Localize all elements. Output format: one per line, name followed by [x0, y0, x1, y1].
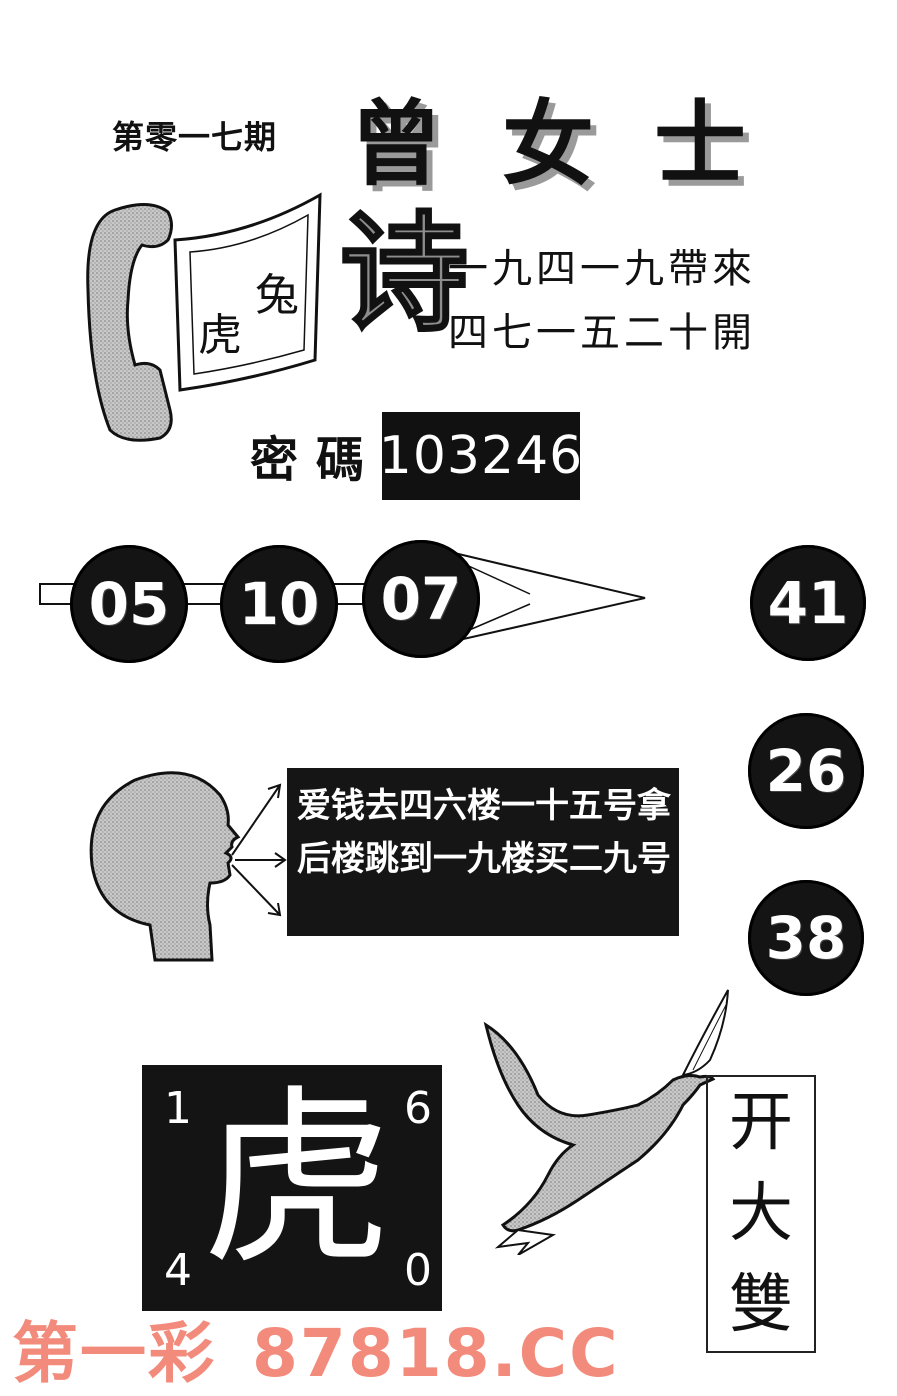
speech-line-1: 爱钱去四六楼一十五号拿	[297, 786, 671, 826]
head-profile-icon	[89, 771, 287, 962]
footer-watermark: 第一彩 87818.CC	[12, 1300, 620, 1396]
kai-char: 大	[729, 1176, 793, 1251]
footer-brand: 第一彩	[12, 1315, 216, 1392]
phone-card-illustration: 兔 虎	[86, 192, 322, 442]
kai-char: 开	[729, 1085, 793, 1160]
poem-big-char: 诗	[338, 199, 469, 349]
issue-number: 第零一七期	[112, 118, 278, 156]
card-char-bottom: 虎	[198, 310, 242, 361]
poem-line-1: 一九四一九帶來	[448, 246, 756, 292]
card-shape	[173, 192, 322, 392]
speech-line-2: 后楼跳到一九楼买二九号	[297, 838, 671, 879]
number-ball: 10	[220, 545, 338, 663]
speech-box: 爱钱去四六楼一十五号拿 后楼跳到一九楼买二九号	[287, 768, 679, 936]
tiger-box: 1 6 4 0 虎	[142, 1065, 442, 1311]
footer-site: 87818.CC	[252, 1315, 620, 1392]
number-ball: 05	[70, 545, 188, 663]
kai-char: 雙	[729, 1268, 793, 1343]
dove-icon	[483, 989, 729, 1255]
corner-number: 1	[164, 1083, 192, 1134]
kai-box: 开 大 雙	[706, 1075, 816, 1353]
corner-number: 0	[404, 1245, 432, 1296]
corner-number: 6	[404, 1083, 432, 1134]
poem-line-2: 四七一五二十開	[448, 310, 756, 356]
phone-handset-icon	[86, 203, 173, 442]
card-char-top: 兔	[255, 270, 299, 321]
tiger-char: 虎	[202, 1069, 393, 1290]
number-ball: 07	[362, 540, 480, 658]
number-ball: 41	[750, 545, 866, 661]
corner-number: 4	[164, 1245, 192, 1296]
number-ball: 38	[748, 880, 864, 996]
page-title: 曾女士	[350, 90, 807, 198]
number-ball: 26	[748, 713, 864, 829]
password-label: 密碼	[250, 432, 383, 488]
password-value: 103246	[379, 412, 582, 500]
